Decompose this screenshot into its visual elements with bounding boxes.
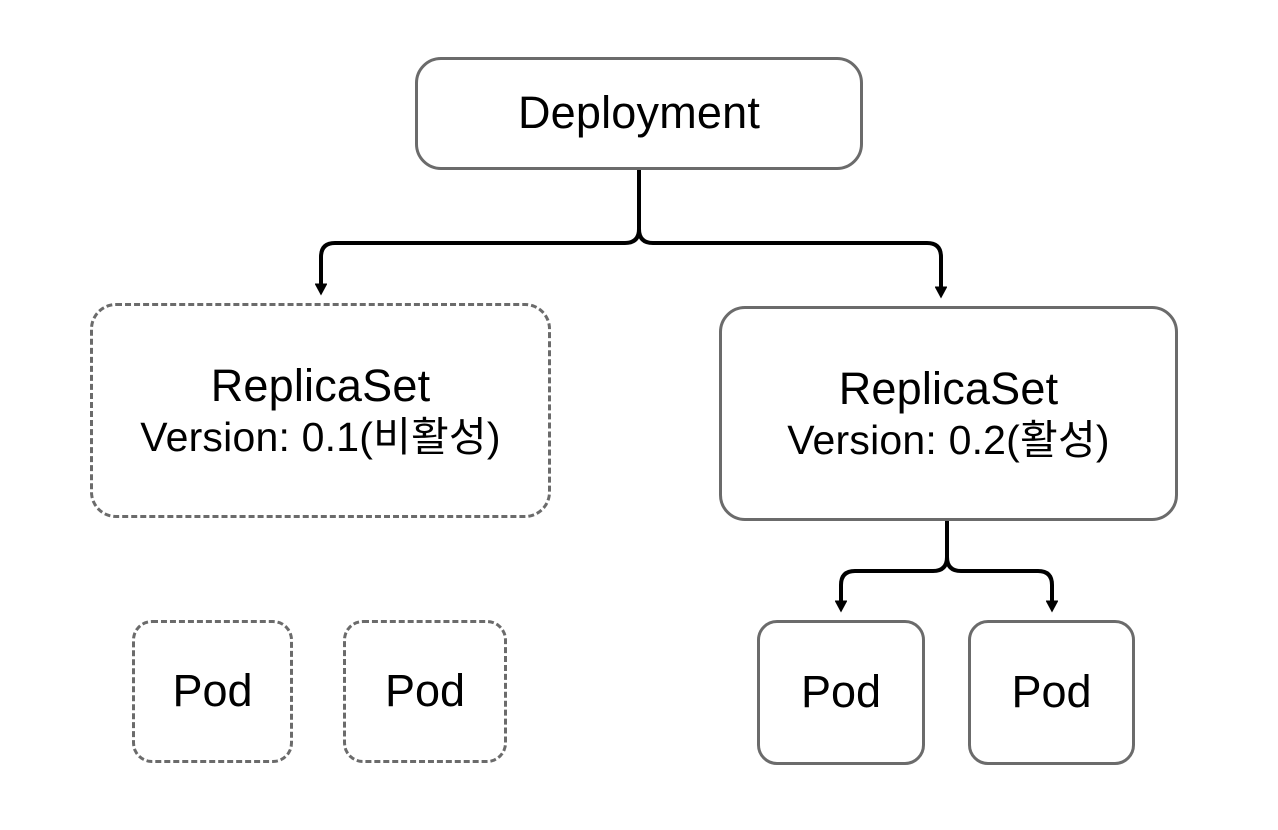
- node-replicaset-old[interactable]: ReplicaSet Version: 0.1(비활성): [90, 303, 551, 518]
- edge-replicaset-new-to-pod-2: [945, 521, 1052, 601]
- node-deployment[interactable]: Deployment: [415, 57, 863, 170]
- edge-deployment-trunk: [321, 170, 641, 284]
- replicaset-old-title: ReplicaSet: [210, 359, 431, 411]
- node-pod-old-1[interactable]: Pod: [132, 620, 293, 763]
- pod-old-1-label: Pod: [172, 665, 253, 717]
- pod-new-1-label: Pod: [800, 666, 882, 718]
- node-pod-old-2[interactable]: Pod: [343, 620, 507, 763]
- edge-replicaset-new-to-pod-1: [841, 521, 949, 601]
- edge-deployment-to-replicaset-new: [637, 170, 941, 287]
- pod-old-2-label: Pod: [384, 665, 466, 717]
- replicaset-new-title: ReplicaSet: [838, 362, 1059, 414]
- deployment-label: Deployment: [517, 87, 761, 139]
- node-pod-new-1[interactable]: Pod: [757, 620, 925, 765]
- replicaset-old-subtitle: Version: 0.1(비활성): [140, 413, 501, 460]
- node-replicaset-new[interactable]: ReplicaSet Version: 0.2(활성): [719, 306, 1178, 521]
- pod-new-2-label: Pod: [1011, 666, 1092, 718]
- node-pod-new-2[interactable]: Pod: [968, 620, 1135, 765]
- replicaset-new-subtitle: Version: 0.2(활성): [787, 416, 1110, 463]
